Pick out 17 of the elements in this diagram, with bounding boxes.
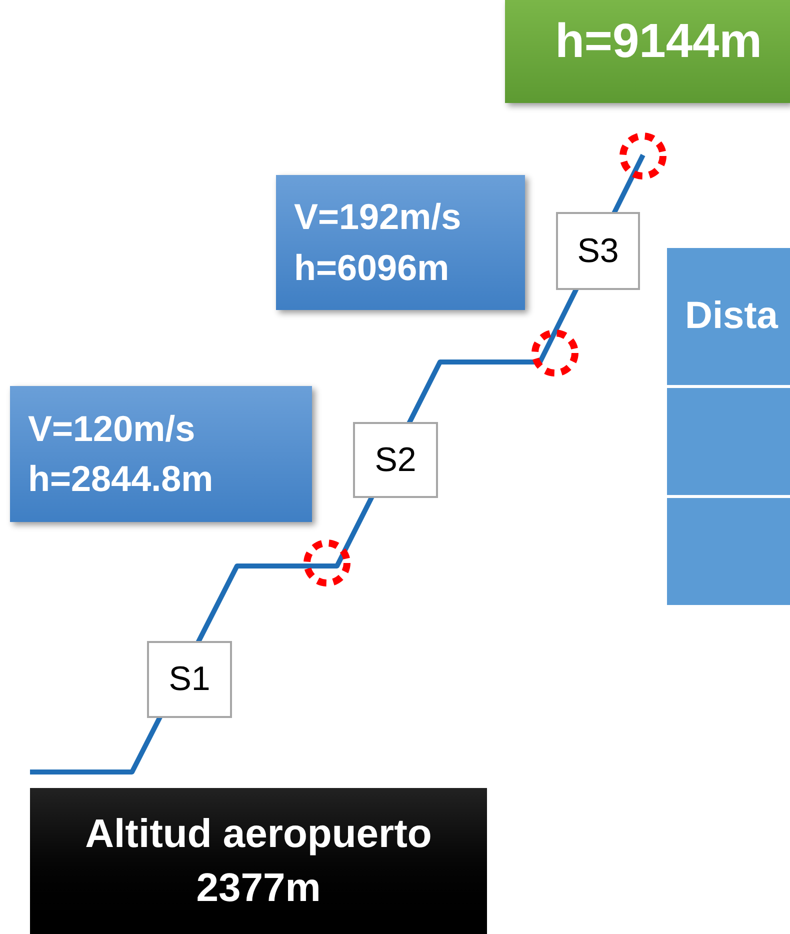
table-header-cell: Dista <box>667 248 790 385</box>
info-box <box>10 386 312 522</box>
box-text: V=120m/s <box>28 406 196 451</box>
box-text: V=192m/s <box>294 195 462 240</box>
info-box <box>276 175 525 310</box>
box-text: S3 <box>577 230 619 272</box>
box-text: S2 <box>374 440 416 480</box>
box-text: S1 <box>168 659 210 700</box>
box-text: h=2844.8m <box>28 457 214 501</box>
box-text: h=9144m <box>555 18 762 66</box>
box-text: Altitud aeropuerto 2377m <box>84 811 433 912</box>
step-box <box>556 212 640 290</box>
altitude-banner <box>505 0 790 103</box>
box-text: h=6096m <box>294 246 450 290</box>
step-box <box>353 422 438 498</box>
altitude-box <box>30 788 487 934</box>
step-box <box>147 641 232 718</box>
